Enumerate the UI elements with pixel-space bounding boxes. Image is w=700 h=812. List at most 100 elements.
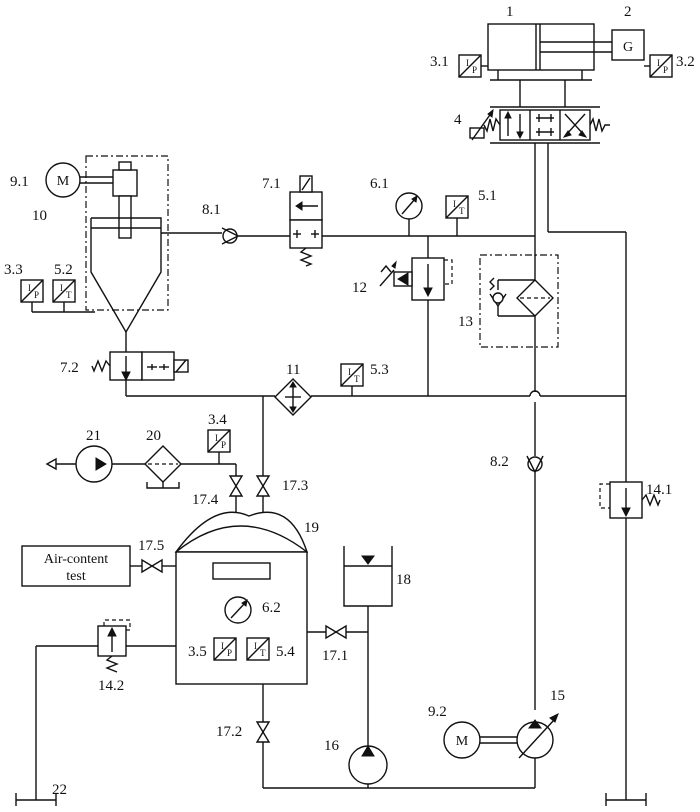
svg-text:P: P xyxy=(472,65,477,75)
svg-text:M: M xyxy=(456,734,469,749)
reservoir-18 xyxy=(343,546,393,748)
check-valve-8-1 xyxy=(221,227,240,245)
svg-text:P: P xyxy=(663,65,668,75)
label-6-2: 6.2 xyxy=(262,600,281,616)
pressure-sensor-3-2: I P xyxy=(644,54,673,78)
pressure-sensor-3-5: I P xyxy=(213,637,237,661)
label-5-1: 5.1 xyxy=(478,188,497,204)
label-3-5: 3.5 xyxy=(188,644,207,660)
ball-valve-17-3 xyxy=(255,475,271,516)
label-5-2: 5.2 xyxy=(54,262,73,278)
solenoid-valve-7-2 xyxy=(91,351,189,396)
generator-2: G xyxy=(611,29,645,61)
label-5-4: 5.4 xyxy=(276,644,295,660)
temperature-sensor-5-3: I T xyxy=(340,363,364,396)
label-22: 22 xyxy=(52,782,67,798)
pressure-gauge-6-2 xyxy=(224,596,252,624)
pump-16 xyxy=(348,745,388,785)
relief-valve-14-1 xyxy=(599,481,661,519)
temperature-sensor-5-1: I T xyxy=(445,195,469,236)
svg-text:I: I xyxy=(348,367,351,377)
degassing-tank-10: M xyxy=(45,155,169,352)
label-19: 19 xyxy=(304,520,319,536)
label-17-3: 17.3 xyxy=(282,478,308,494)
ball-valve-17-5 xyxy=(141,558,163,574)
label-17-2: 17.2 xyxy=(216,724,242,740)
label-15: 15 xyxy=(550,688,565,704)
air-content-line2: test xyxy=(66,569,86,584)
ball-valve-17-2 xyxy=(255,721,271,743)
svg-text:I: I xyxy=(221,641,224,651)
label-21: 21 xyxy=(86,428,101,444)
svg-text:T: T xyxy=(354,374,360,384)
label-16: 16 xyxy=(324,738,340,754)
label-8-2: 8.2 xyxy=(490,454,509,470)
main-tank-19: I P I T xyxy=(174,511,308,685)
svg-text:T: T xyxy=(459,206,465,216)
label-17-5: 17.5 xyxy=(138,538,164,554)
svg-text:I: I xyxy=(60,283,63,293)
temperature-sensor-5-4: I T xyxy=(246,637,270,661)
motor-letter: M xyxy=(57,174,70,189)
label-14-2: 14.2 xyxy=(98,678,124,694)
heat-exchanger-11 xyxy=(274,378,312,416)
label-9-1: 9.1 xyxy=(10,174,29,190)
svg-text:I: I xyxy=(453,199,456,209)
ball-valve-17-4 xyxy=(228,475,244,516)
label-8-1: 8.1 xyxy=(202,202,221,218)
label-6-1: 6.1 xyxy=(370,176,389,192)
label-12: 12 xyxy=(352,280,367,296)
svg-text:P: P xyxy=(227,648,232,658)
label-14-1: 14.1 xyxy=(646,482,672,498)
svg-text:P: P xyxy=(34,290,39,300)
generator-letter: G xyxy=(623,40,633,55)
label-18: 18 xyxy=(396,572,411,588)
svg-text:T: T xyxy=(66,290,72,300)
pressure-sensor-3-4: I P xyxy=(207,429,231,464)
label-17-1: 17.1 xyxy=(322,648,348,664)
label-3-2: 3.2 xyxy=(676,54,695,70)
temperature-sensor-5-2: I T xyxy=(52,279,76,312)
air-content-test-box: Air-content test xyxy=(21,545,131,587)
motor-9-2: M xyxy=(443,721,517,759)
relief-valve-14-2 xyxy=(35,619,176,800)
hydraulic-cylinder-1 xyxy=(487,23,612,81)
label-17-4: 17.4 xyxy=(192,492,219,508)
variable-pump-15 xyxy=(516,712,559,788)
tank-return-right xyxy=(605,793,647,806)
label-20: 20 xyxy=(146,428,161,444)
label-3-3: 3.3 xyxy=(4,262,23,278)
pressure-sensor-3-3: I P xyxy=(20,279,44,312)
svg-text:I: I xyxy=(254,641,257,651)
air-content-line1: Air-content xyxy=(44,552,108,567)
svg-text:I: I xyxy=(466,58,469,68)
filter-20 xyxy=(144,445,182,489)
servo-valve-4 xyxy=(469,80,610,144)
label-10: 10 xyxy=(32,208,47,224)
ball-valve-17-1 xyxy=(325,624,347,640)
label-7-1: 7.1 xyxy=(262,176,281,192)
label-3-1: 3.1 xyxy=(430,54,449,70)
label-9-2: 9.2 xyxy=(428,704,447,720)
svg-text:I: I xyxy=(215,433,218,443)
svg-text:T: T xyxy=(260,648,266,658)
vacuum-pump-21 xyxy=(45,445,113,483)
label-1: 1 xyxy=(506,4,514,20)
filter-assembly-13 xyxy=(479,254,559,348)
label-11: 11 xyxy=(286,362,300,378)
svg-text:I: I xyxy=(28,283,31,293)
label-4: 4 xyxy=(454,112,462,128)
component-labels: 1 2 3.1 3.2 4 9.1 10 7.1 6.1 5.1 8.1 3.3… xyxy=(4,4,695,798)
label-13: 13 xyxy=(458,314,473,330)
label-7-2: 7.2 xyxy=(60,360,79,376)
solenoid-valve-7-1 xyxy=(289,175,323,267)
tank-return-22 xyxy=(15,793,57,806)
label-5-3: 5.3 xyxy=(370,362,389,378)
relief-valve-12 xyxy=(379,236,453,396)
svg-text:P: P xyxy=(221,440,226,450)
check-valve-8-2 xyxy=(526,455,544,474)
svg-text:I: I xyxy=(657,58,660,68)
label-3-4: 3.4 xyxy=(208,412,227,428)
pressure-sensor-3-1: I P xyxy=(458,54,488,78)
